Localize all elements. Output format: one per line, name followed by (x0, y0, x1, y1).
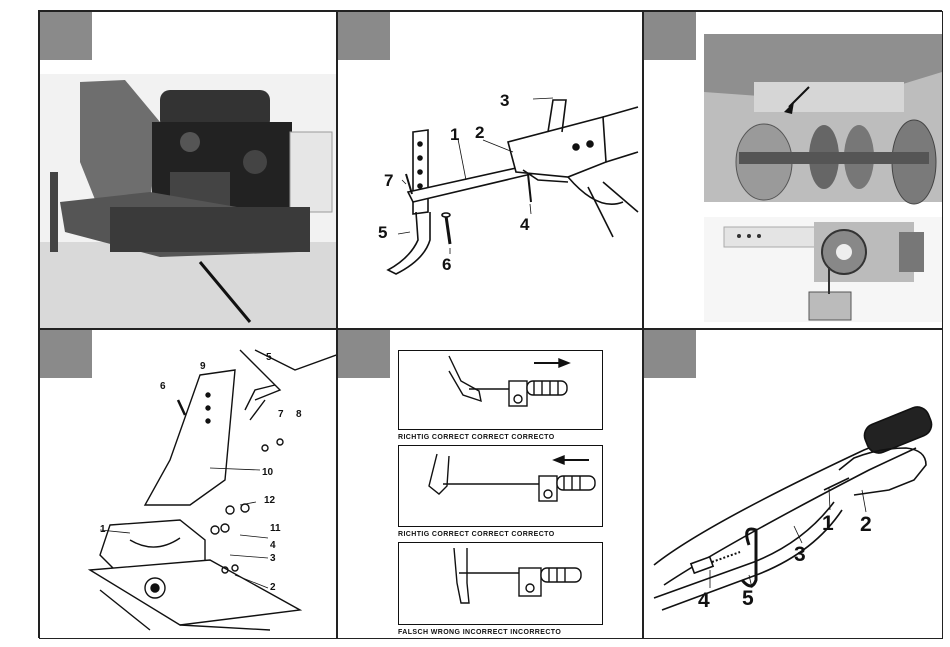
panel-engine-photo (39, 11, 337, 329)
panel-tine-assembly: 1 2 3 4 5 6 7 (337, 11, 643, 329)
callout-11: 11 (270, 524, 281, 534)
cable-diagram (399, 446, 604, 528)
callout-2: 2 (475, 124, 484, 141)
callout-2: 2 (860, 514, 872, 535)
callout-4: 4 (698, 590, 710, 611)
cable-panel-correct-1 (398, 350, 603, 430)
cable-panel-wrong (398, 542, 603, 625)
panel-wheel-photos (643, 11, 943, 329)
callout-10: 10 (262, 468, 273, 478)
panel-handle-exploded: 1 2 3 4 5 6 7 8 9 10 11 12 (39, 329, 337, 639)
callout-3: 3 (270, 554, 276, 564)
handlebar-drawing (644, 330, 943, 639)
caption-correct-1: RICHTIG CORRECT CORRECT CORRECTO (398, 434, 555, 441)
callout-7: 7 (384, 172, 393, 189)
callout-12: 12 (264, 496, 275, 506)
callout-6: 6 (442, 256, 451, 273)
callout-2: 2 (270, 583, 276, 593)
panel-handlebar-lever: 1 2 3 4 5 (643, 329, 943, 639)
panel-cable-adjustment: RICHTIG CORRECT CORRECT CORRECTO RICHTIG… (337, 329, 643, 639)
callout-1: 1 (450, 126, 459, 143)
callout-4: 4 (520, 216, 529, 233)
callout-6: 6 (160, 382, 166, 392)
cable-panel-correct-2 (398, 445, 603, 527)
callout-1: 1 (100, 525, 106, 535)
callout-9: 9 (200, 362, 206, 372)
handle-exploded-drawing (40, 330, 337, 639)
figure-number-tab (338, 330, 390, 378)
callout-3: 3 (794, 544, 806, 565)
callout-4: 4 (270, 541, 276, 551)
engine-photo (40, 12, 337, 329)
cable-diagram (399, 351, 604, 431)
callout-5: 5 (266, 353, 272, 363)
callout-5: 5 (378, 224, 387, 241)
callout-8: 8 (296, 410, 302, 420)
callout-5: 5 (742, 588, 754, 609)
figure-grid: 1 2 3 4 5 6 7 (38, 10, 942, 638)
callout-1: 1 (822, 513, 834, 534)
callout-7: 7 (278, 410, 284, 420)
cable-diagram (399, 543, 604, 626)
wheel-photos (644, 12, 943, 329)
callout-3: 3 (500, 92, 509, 109)
caption-wrong: FALSCH WRONG INCORRECT INCORRECTO (398, 629, 561, 636)
caption-correct-2: RICHTIG CORRECT CORRECT CORRECTO (398, 531, 555, 538)
